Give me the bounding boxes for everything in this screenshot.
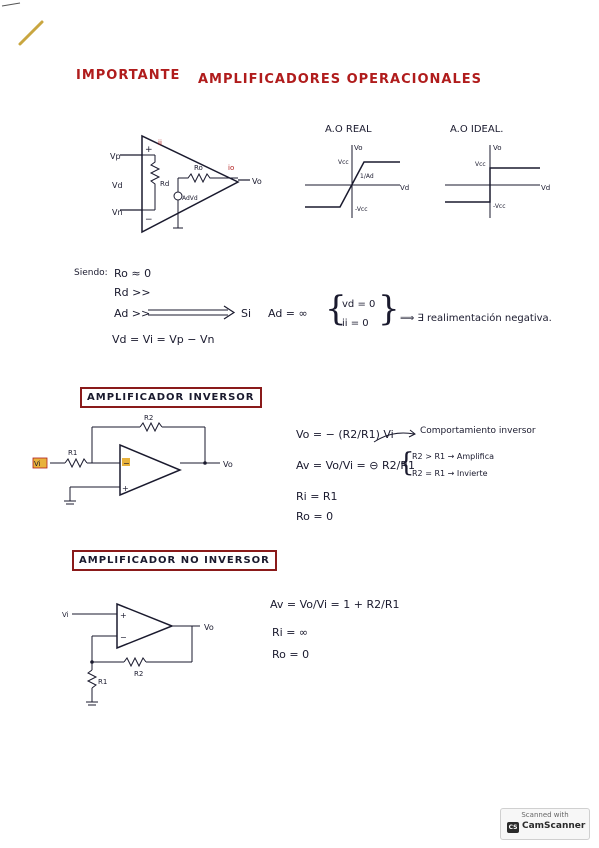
vi-label: Vi xyxy=(62,611,69,619)
inversor-vo-equation: Vo = − (R2/R1) Vi xyxy=(296,428,394,441)
camscanner-watermark: Scanned with CS CamScanner xyxy=(500,808,590,840)
comportamiento-note: Comportamiento inversor xyxy=(420,426,536,436)
vd-zero: vd = 0 xyxy=(342,299,376,310)
vd-equation: Vd = Vi = Vp − Vn xyxy=(112,333,215,346)
no-inversor-av-equation: Av = Vo/Vi = 1 + R2/R1 xyxy=(270,598,400,611)
svg-text:Vo: Vo xyxy=(493,144,502,152)
ii-label: ii xyxy=(158,139,162,147)
scanned-with-text: Scanned with xyxy=(521,811,569,819)
left-brace: { xyxy=(325,289,347,329)
vn-label: Vn xyxy=(112,208,123,217)
no-inversor-ri: Ri = ∞ xyxy=(272,626,309,639)
ideal-transfer-graph: Vo Vd Vcc -Vcc xyxy=(445,144,550,218)
r1-label: R1 xyxy=(68,449,77,457)
r2-label: R2 xyxy=(144,414,153,422)
condition-ad: Ad >> xyxy=(114,307,151,320)
rd-label: Rd xyxy=(160,180,169,188)
page-title: AMPLIFICADORES OPERACIONALES xyxy=(198,72,483,87)
minus-sign: − xyxy=(145,215,153,225)
ii-zero: ii = 0 xyxy=(342,318,369,329)
inversor-av-equation: Av = Vo/Vi = ⊖ R2/R1 xyxy=(296,459,415,472)
plus-sign: + xyxy=(120,611,127,620)
vp-label: Vp xyxy=(110,152,121,161)
siendo-label: Siendo: xyxy=(74,268,108,278)
svg-text:-Vcc: -Vcc xyxy=(355,206,368,213)
vo-label: Vo xyxy=(204,623,214,632)
plus-sign: + xyxy=(145,145,153,155)
svg-text:Vd: Vd xyxy=(400,184,409,192)
importante-heading: IMPORTANTE xyxy=(76,68,181,83)
r1-label: R1 xyxy=(98,678,107,686)
inversor-title-box: AMPLIFICADOR INVERSOR xyxy=(80,387,262,408)
right-brace: } xyxy=(378,289,400,329)
pencil-mark-icon xyxy=(1,2,44,46)
svg-text:1/Ad: 1/Ad xyxy=(360,173,374,180)
condition-rd: Rd >> xyxy=(114,286,151,299)
real-graph-title: A.O REAL xyxy=(325,124,372,135)
real-transfer-graph: Vo Vd Vcc -Vcc 1/Ad xyxy=(305,144,409,218)
svg-text:-Vcc: -Vcc xyxy=(493,203,506,210)
curved-arrow xyxy=(373,429,416,443)
advd-label: AdVd xyxy=(182,195,198,202)
svg-text:Vcc: Vcc xyxy=(338,159,349,166)
camscanner-logo-icon: CS xyxy=(507,822,519,833)
minus-sign: − xyxy=(120,633,127,642)
case-brace: { xyxy=(398,448,415,478)
ad-infinite: Ad = ∞ xyxy=(268,307,308,320)
opamp-model-diagram: Vp Vd Vn + − ii Rd Ro AdVd io Vo xyxy=(110,134,262,234)
condition-ro: Ro ≈ 0 xyxy=(114,267,152,280)
svg-text:Vd: Vd xyxy=(541,184,550,192)
no-inversor-title-box: AMPLIFICADOR NO INVERSOR xyxy=(72,550,277,571)
inversor-ri: Ri = R1 xyxy=(296,490,338,503)
camscanner-brand: CamScanner xyxy=(522,821,586,831)
vo-label: Vo xyxy=(223,460,233,469)
si-label: Si xyxy=(241,307,252,320)
ideal-graph-title: A.O IDEAL. xyxy=(450,124,504,135)
vi-label: Vi xyxy=(34,460,41,468)
no-inversor-circuit: Vi + − Vo R2 R1 xyxy=(62,602,214,706)
case-invierte: R2 = R1 → Invierte xyxy=(412,469,488,478)
no-inversor-ro: Ro = 0 xyxy=(272,648,310,661)
svg-text:Vo: Vo xyxy=(354,144,363,152)
plus-sign: + xyxy=(122,484,129,493)
negative-feedback-note: ⟹ ∃ realimentación negativa. xyxy=(400,313,552,324)
ro-label: Ro xyxy=(194,164,203,172)
minus-sign: − xyxy=(123,459,130,468)
svg-text:Vcc: Vcc xyxy=(475,161,486,168)
r2-label: R2 xyxy=(134,670,143,678)
case-amplifica: R2 > R1 → Amplifica xyxy=(412,452,495,461)
inversor-ro: Ro = 0 xyxy=(296,510,334,523)
vo-label: Vo xyxy=(252,177,262,186)
io-label: io xyxy=(228,164,234,172)
inversor-circuit: Vi R1 R2 − + Vo xyxy=(32,414,233,505)
implies-arrow xyxy=(148,305,236,320)
vd-label: Vd xyxy=(112,181,123,190)
